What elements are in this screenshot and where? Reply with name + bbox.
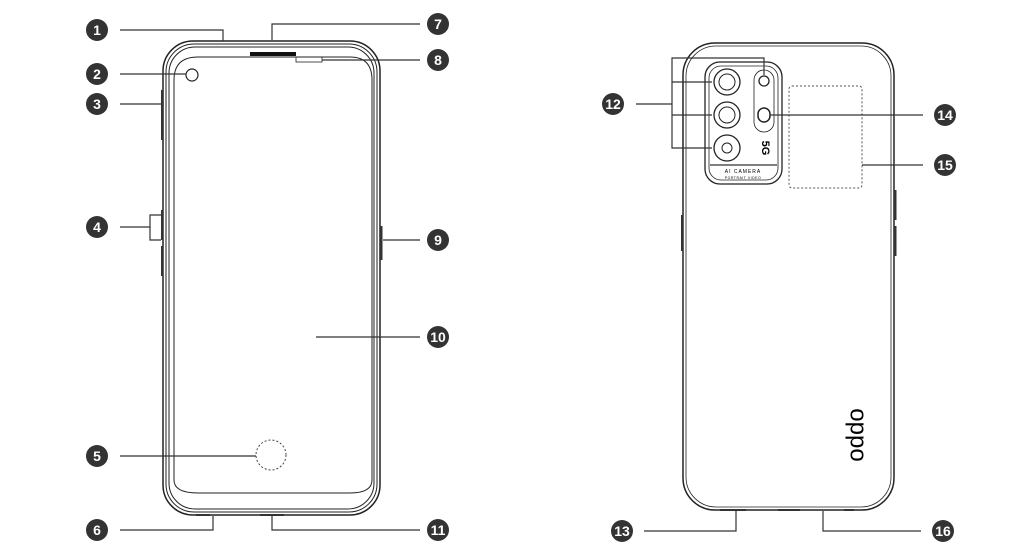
callout-10: 10 <box>427 326 449 348</box>
svg-text:4: 4 <box>93 219 101 235</box>
5g-mark: 5G <box>759 141 771 156</box>
svg-text:11: 11 <box>431 522 446 538</box>
callout-14: 14 <box>934 104 956 126</box>
svg-text:8: 8 <box>434 52 442 68</box>
front-camera <box>185 68 199 82</box>
rear-lens-3 <box>713 134 741 162</box>
callout-3: 3 <box>86 93 108 115</box>
svg-text:7: 7 <box>434 16 442 32</box>
sensor <box>295 56 323 63</box>
callout-6: 6 <box>86 519 108 541</box>
camera-subtext: PORTRAIT VIDEO <box>725 176 761 180</box>
front-view <box>161 40 383 516</box>
svg-text:2: 2 <box>93 66 101 82</box>
callout-12: 12 <box>602 93 624 115</box>
svg-text:16: 16 <box>935 523 951 539</box>
svg-text:14: 14 <box>937 107 953 123</box>
rear-lens-1 <box>713 68 741 96</box>
callout-7: 7 <box>427 13 449 35</box>
callout-15: 15 <box>934 154 956 176</box>
callout-1: 1 <box>86 19 108 41</box>
rear-sensor <box>758 75 770 87</box>
nfc-area <box>788 85 863 189</box>
svg-text:15: 15 <box>937 157 953 173</box>
callout-11: 11 <box>427 519 449 541</box>
svg-text:9: 9 <box>434 232 442 248</box>
fingerprint-sensor <box>255 439 287 471</box>
callout-16: 16 <box>932 520 954 542</box>
brand-logo: oppo <box>845 408 872 461</box>
volume-down <box>161 246 164 276</box>
callout-13: 13 <box>611 520 633 542</box>
svg-text:5: 5 <box>93 448 101 464</box>
volume-up <box>161 210 164 240</box>
callout-4: 4 <box>86 216 108 238</box>
back-view: 5G AI CAMERA PORTRAIT VIDEO oppo <box>681 42 897 511</box>
svg-text:13: 13 <box>614 523 630 539</box>
callout-8: 8 <box>427 49 449 71</box>
callout-5: 5 <box>86 445 108 467</box>
svg-text:1: 1 <box>93 22 101 38</box>
callout-9: 9 <box>427 229 449 251</box>
flash <box>757 107 771 123</box>
svg-text:12: 12 <box>605 96 621 112</box>
camera-module <box>704 61 783 185</box>
svg-text:6: 6 <box>93 522 101 538</box>
power-button <box>380 226 383 260</box>
rear-lens-2 <box>713 101 741 129</box>
callout-2: 2 <box>86 63 108 85</box>
svg-text:10: 10 <box>430 329 446 345</box>
camera-text: AI CAMERA <box>725 169 762 175</box>
svg-text:3: 3 <box>93 96 101 112</box>
sim-tray <box>161 90 163 140</box>
earpiece <box>250 52 296 56</box>
